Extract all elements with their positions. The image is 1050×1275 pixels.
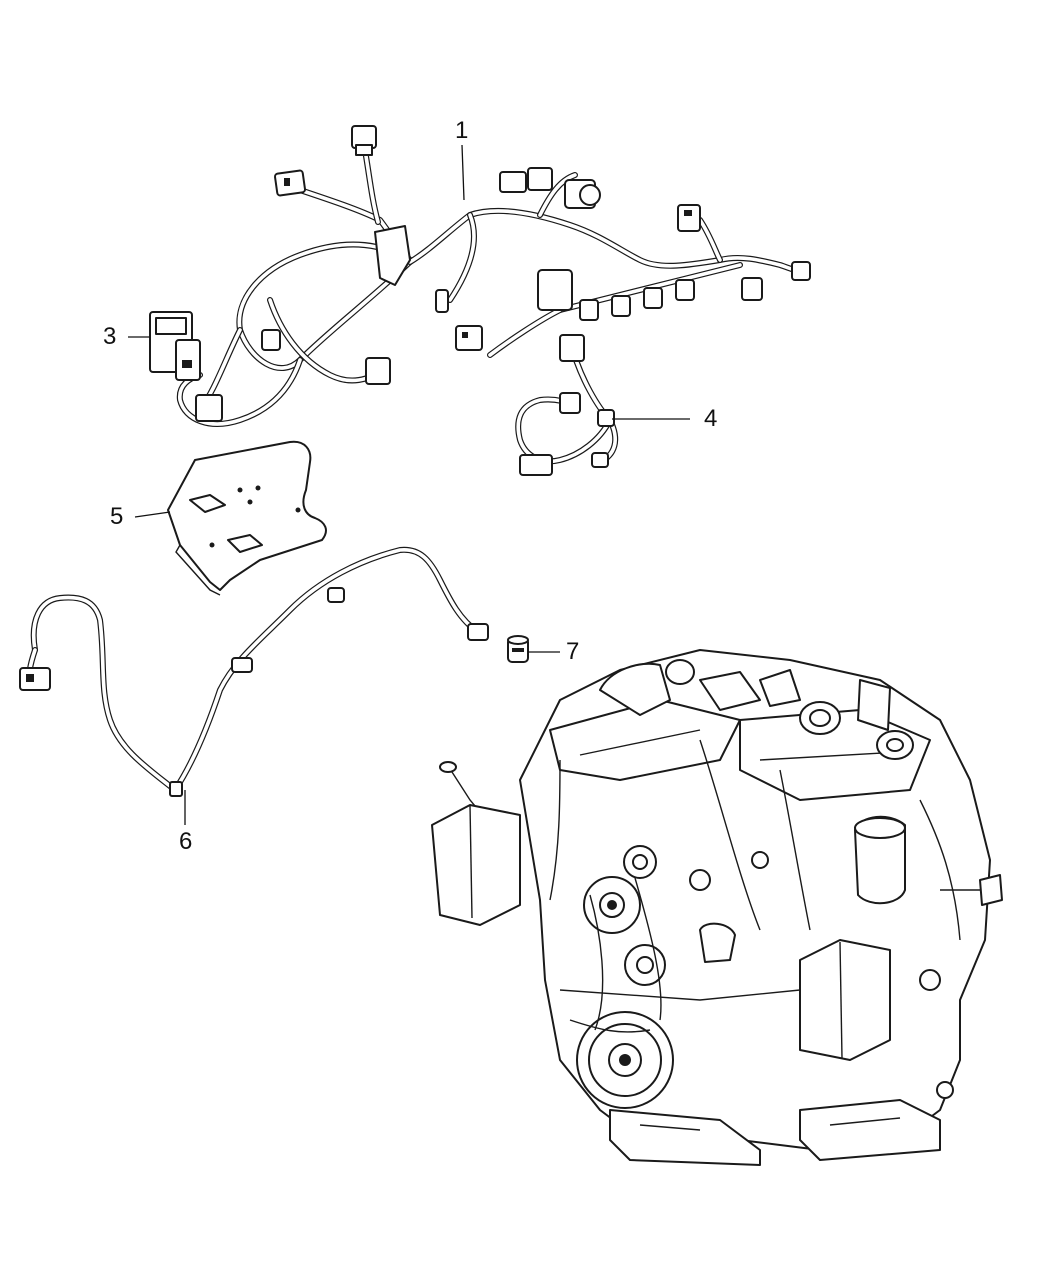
connector-left-lower [195, 329, 391, 422]
connector-cluster-top [499, 167, 601, 209]
callout-4: 4 [704, 405, 718, 432]
leader-5 [134, 511, 171, 518]
jumper-connectors [519, 392, 615, 476]
grommet [507, 635, 529, 663]
callout-3: 3 [103, 323, 117, 350]
sensor-wire [19, 546, 489, 797]
fuel-rail-connectors [579, 279, 695, 321]
callout-5: 5 [110, 503, 124, 530]
connector-left-upper [273, 169, 307, 197]
connector-center-block [537, 269, 585, 362]
callout-6: 6 [179, 828, 193, 855]
connector-left-mid [435, 289, 483, 351]
engine-assembly [431, 649, 1003, 1166]
connector-top-left [351, 125, 377, 156]
relay-connector-block [149, 311, 201, 381]
connector-right-upper [677, 204, 701, 232]
leader-1 [461, 144, 465, 201]
connector-right-end [741, 261, 811, 301]
callout-7: 7 [566, 638, 580, 665]
bracket-plate [167, 440, 327, 596]
engine-wiring-harness [149, 125, 811, 476]
callout-1: 1 [455, 117, 469, 144]
leader-lines [128, 144, 690, 825]
